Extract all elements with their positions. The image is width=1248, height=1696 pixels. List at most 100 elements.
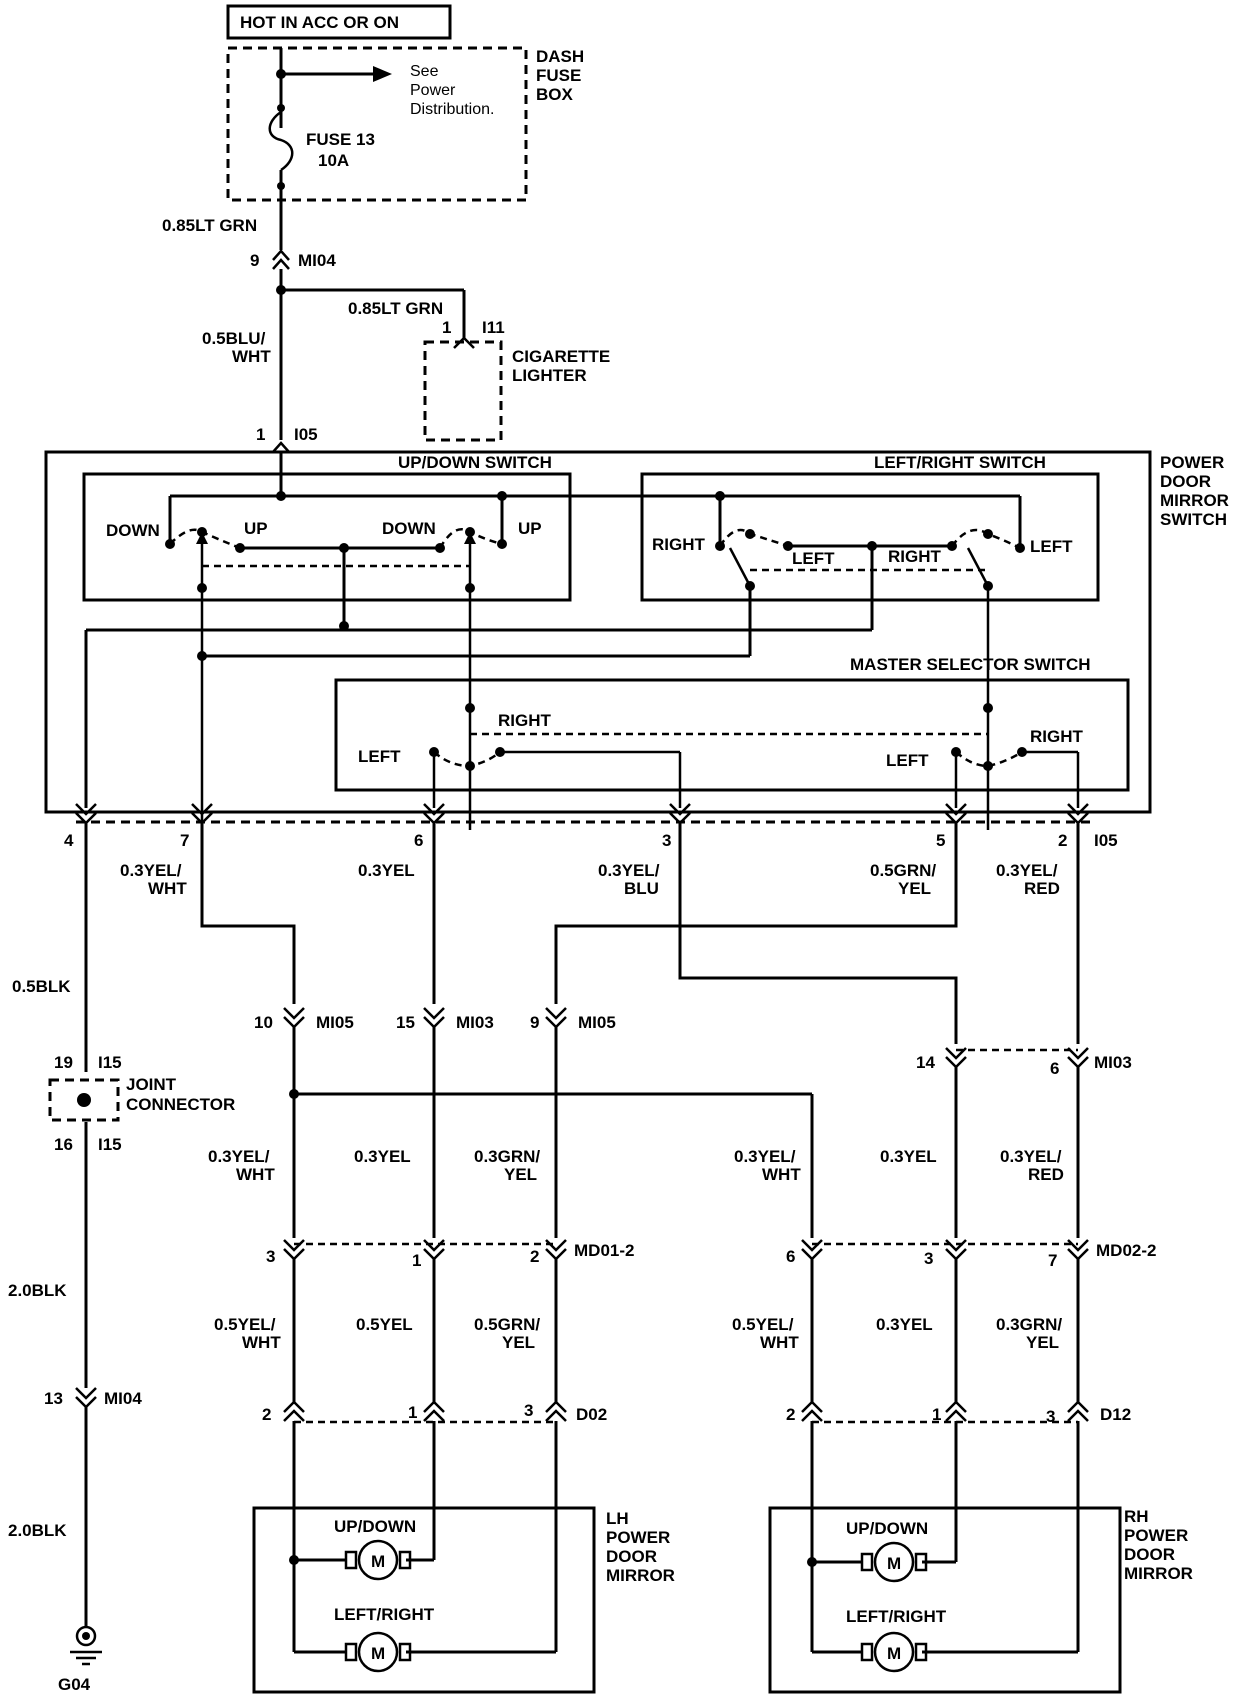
connector-md01-label: MD01-2 <box>574 1241 634 1260</box>
i05-pin-label-5: 5 <box>936 831 945 850</box>
i05-pin-label-4: 4 <box>64 831 74 850</box>
connector-i05-top-label: I05 <box>294 425 318 444</box>
rh-updown-motor-label: M <box>887 1554 901 1573</box>
leftright-label-right-1: RIGHT <box>652 535 706 554</box>
connector-mi05-pin-10 <box>283 1007 305 1029</box>
i05-pin-label-3: 3 <box>662 831 671 850</box>
wire-label-lh1-1: 0.3YEL/ <box>208 1147 270 1166</box>
wire-label-rh3-2: RED <box>1028 1165 1064 1184</box>
wire-label-lh4-2: WHT <box>242 1333 281 1352</box>
connector-i15-top-pin: 19 <box>54 1053 73 1072</box>
wire-label-rh6-1: 0.3GRN/ <box>996 1315 1062 1334</box>
md02-pin-label-6: 6 <box>786 1247 795 1266</box>
dash-fuse-box-label-3: BOX <box>536 85 574 104</box>
connector-d12-pin-2 <box>801 1400 823 1422</box>
wire-label-p2-2: RED <box>1024 879 1060 898</box>
joint-connector-box <box>48 1078 120 1122</box>
connector-d12-pin-3 <box>1067 1400 1089 1422</box>
connector-mi05-a-label: MI05 <box>316 1013 354 1032</box>
wire-label-p5-2: YEL <box>898 879 931 898</box>
md02-pin-label-7: 7 <box>1048 1251 1057 1270</box>
connector-i05-top <box>272 441 290 453</box>
wire-label-rh5: 0.3YEL <box>876 1315 933 1334</box>
dash-fuse-box-label-1: DASH <box>536 47 584 66</box>
connector-mi04-top-label: MI04 <box>298 251 336 270</box>
connector-md01-pin-1 <box>423 1239 445 1261</box>
connector-i15-bottom-label: I15 <box>98 1135 122 1154</box>
fuse-icon <box>268 110 294 172</box>
hot-label-box <box>226 4 452 40</box>
wire-label-p3-1: 0.3YEL/ <box>598 861 660 880</box>
wire-label-blk-20-2: 2.0BLK <box>8 1521 67 1540</box>
rh-mirror-title-3: DOOR <box>1124 1545 1175 1564</box>
rh-mirror-title-1: RH <box>1124 1507 1149 1526</box>
hot-label: HOT IN ACC OR ON <box>240 13 399 32</box>
d12-pin-label-2: 2 <box>786 1405 795 1424</box>
mirror-switch-title-3: MIRROR <box>1160 491 1229 510</box>
updown-label-down-1: DOWN <box>106 521 160 540</box>
connector-mi03-pin-15 <box>423 1007 445 1029</box>
mirror-switch-title-2: DOOR <box>1160 472 1211 491</box>
joint-connector-label-1: JOINT <box>126 1075 177 1094</box>
connector-mi04-bottom-label: MI04 <box>104 1389 142 1408</box>
leftright-label-left-2: LEFT <box>1030 537 1073 556</box>
connector-mi03-pin-14-num: 14 <box>916 1053 935 1072</box>
wire-label-lh4-1: 0.5YEL/ <box>214 1315 276 1334</box>
connector-d12-pin-1 <box>945 1400 967 1422</box>
wire-label-rh3-1: 0.3YEL/ <box>1000 1147 1062 1166</box>
updown-arrow-right-icon <box>464 532 476 544</box>
wire-label-blk-05: 0.5BLK <box>12 977 71 996</box>
updown-label-up-1: UP <box>244 519 268 538</box>
rh-mirror-title-2: POWER <box>1124 1526 1188 1545</box>
lh-updown-label: UP/DOWN <box>334 1517 416 1536</box>
wire-label-p5-1: 0.5GRN/ <box>870 861 936 880</box>
wire-label-blu-wht-1: 0.5BLU/ <box>202 329 266 348</box>
wire-label-blu-wht-2: WHT <box>232 347 271 366</box>
wire-label-lh2: 0.3YEL <box>354 1147 411 1166</box>
d12-pin-label-3: 3 <box>1046 1407 1055 1426</box>
rh-mirror-box <box>768 1506 1122 1694</box>
wire-label-p2-1: 0.3YEL/ <box>996 861 1058 880</box>
connector-d02-label: D02 <box>576 1405 607 1424</box>
mirror-switch-title-1: POWER <box>1160 453 1224 472</box>
wire-label-lh5: 0.5YEL <box>356 1315 413 1334</box>
lh-mirror-title-1: LH <box>606 1509 629 1528</box>
master-selector-switch-box <box>334 678 1130 792</box>
see-power-label-3: Distribution. <box>410 101 494 118</box>
connector-i05-bottom-label: I05 <box>1094 831 1118 850</box>
connector-mi04-top <box>272 249 290 270</box>
wire-label-feed: 0.85LT GRN <box>162 216 257 235</box>
connector-mi03-pin-6-num: 6 <box>1050 1059 1059 1078</box>
wire-label-lh3-1: 0.3GRN/ <box>474 1147 540 1166</box>
wire-label-p7-1: 0.3YEL/ <box>120 861 182 880</box>
wire-label-p3-2: BLU <box>624 879 659 898</box>
see-power-label-2: Power <box>410 82 456 99</box>
lh-updown-motor-icon: M <box>344 1539 412 1581</box>
master-selector-switch-title: MASTER SELECTOR SWITCH <box>850 655 1091 674</box>
wire-label-lh6-2: YEL <box>502 1333 535 1352</box>
wire-label-rh4-1: 0.5YEL/ <box>732 1315 794 1334</box>
cigarette-lighter-label-2: LIGHTER <box>512 366 587 385</box>
leftright-switch-title: LEFT/RIGHT SWITCH <box>874 453 1046 472</box>
wire-label-rh1-2: WHT <box>762 1165 801 1184</box>
ground-label: G04 <box>58 1675 91 1694</box>
wire-label-rh4-2: WHT <box>760 1333 799 1352</box>
connector-i15-bottom-pin: 16 <box>54 1135 73 1154</box>
connector-mi05-pin-9 <box>545 1007 567 1029</box>
updown-switch-title: UP/DOWN SWITCH <box>398 453 552 472</box>
d02-pin-label-3: 3 <box>524 1401 533 1420</box>
connector-mi04-bottom <box>75 1387 97 1409</box>
fuse-rating: 10A <box>318 151 349 170</box>
lh-leftright-motor-icon: M <box>344 1631 412 1673</box>
leftright-label-right-2: RIGHT <box>888 547 942 566</box>
wire-label-lighter-feed: 0.85LT GRN <box>348 299 443 318</box>
rh-mirror-title-4: MIRROR <box>1124 1564 1193 1583</box>
lh-mirror-title-4: MIRROR <box>606 1566 675 1585</box>
i05-pin-label-2: 2 <box>1058 831 1067 850</box>
connector-d02-pin-2 <box>283 1400 305 1422</box>
connector-mi03-a-label: MI03 <box>456 1013 494 1032</box>
md01-pin-label-2: 2 <box>530 1247 539 1266</box>
connector-mi04-top-pin: 9 <box>250 251 259 270</box>
lh-mirror-title-2: POWER <box>606 1528 670 1547</box>
connector-i11 <box>453 336 475 349</box>
